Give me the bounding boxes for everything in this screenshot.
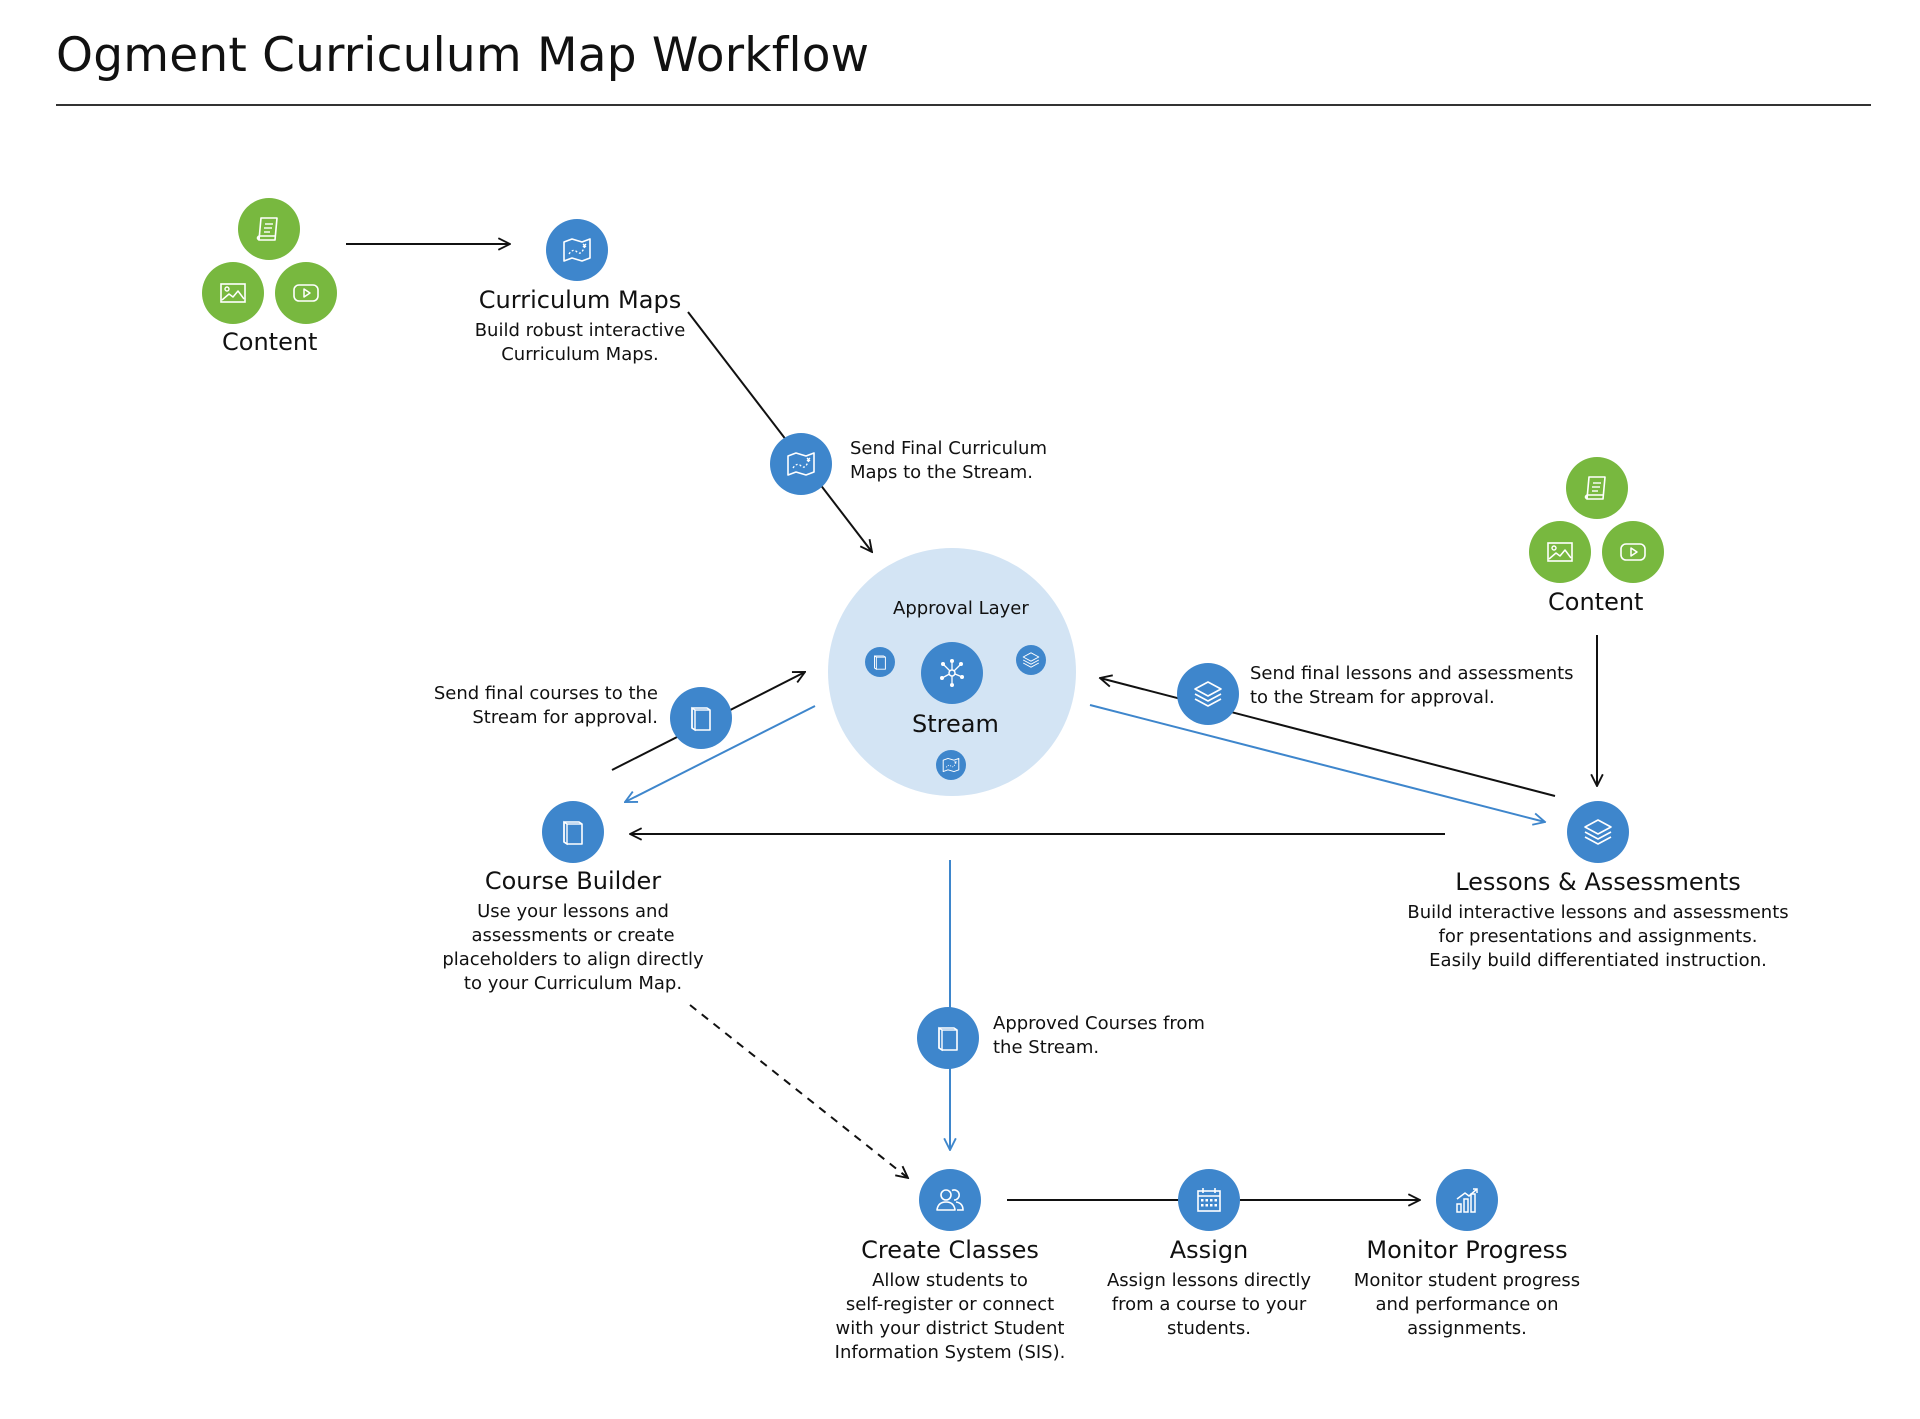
stream-mini-book — [865, 647, 895, 677]
stream-mini-map — [936, 750, 966, 780]
create-classes-block: Create Classes Allow students to self-re… — [815, 1235, 1085, 1365]
lessons-title: Lessons & Assessments — [1455, 868, 1741, 896]
lessons-desc: Build interactive lessons and assessment… — [1407, 902, 1789, 971]
monitor-node — [1436, 1169, 1498, 1231]
send-courses-node — [670, 687, 732, 749]
content-top-label: Content — [222, 328, 318, 356]
title-divider — [56, 104, 1871, 106]
arrow-lessons-to-stream — [1100, 678, 1556, 797]
arrow-maps-to-stream — [687, 311, 872, 552]
stream-label: Stream — [912, 710, 999, 738]
send-lessons-node — [1177, 663, 1239, 725]
curriculum-maps-node — [546, 219, 608, 281]
assign-title: Assign — [1169, 1236, 1249, 1264]
course-builder-block: Course Builder Use your lessons and asse… — [420, 866, 726, 996]
send-maps-text: Send Final Curriculum Maps to the Stream… — [850, 438, 1047, 483]
lessons-block: Lessons & Assessments Build interactive … — [1392, 867, 1804, 973]
course-builder-node — [542, 801, 604, 863]
page-title: Ogment Curriculum Map Workflow — [56, 28, 870, 83]
curriculum-maps-block: Curriculum Maps Build robust interactive… — [440, 285, 720, 367]
content-top-cluster — [202, 198, 337, 324]
course-builder-desc: Use your lessons and assessments or crea… — [442, 901, 704, 994]
assign-block: Assign Assign lessons directly from a co… — [1094, 1235, 1324, 1341]
curriculum-maps-desc: Build robust interactive Curriculum Maps… — [474, 320, 686, 365]
arrow-builder-to-classes — [689, 1004, 908, 1178]
connectors — [346, 244, 1597, 1200]
course-builder-title: Course Builder — [484, 867, 662, 895]
lessons-node — [1567, 801, 1629, 863]
create-classes-desc: Allow students to self-register or conne… — [834, 1270, 1066, 1363]
assign-node — [1178, 1169, 1240, 1231]
approved-courses-text: Approved Courses from the Stream. — [993, 1013, 1205, 1058]
curriculum-maps-title: Curriculum Maps — [478, 286, 682, 314]
arrow-stream-to-lessons — [1089, 704, 1545, 822]
approval-layer-label: Approval Layer — [893, 598, 1029, 619]
monitor-desc: Monitor student progress and performance… — [1353, 1270, 1581, 1339]
content-right-cluster — [1529, 457, 1664, 583]
send-maps-node — [770, 433, 832, 495]
content-right-label: Content — [1548, 588, 1644, 616]
monitor-block: Monitor Progress Monitor student progres… — [1337, 1235, 1597, 1341]
create-classes-node — [919, 1169, 981, 1231]
approved-courses-node — [917, 1007, 979, 1069]
stream-hub-node — [921, 642, 983, 704]
assign-desc: Assign lessons directly from a course to… — [1106, 1270, 1312, 1339]
arrow-stream-to-builder — [625, 705, 816, 802]
send-courses-text: Send final courses to the Stream for app… — [433, 683, 658, 728]
create-classes-title: Create Classes — [861, 1236, 1039, 1264]
stream-mini-layers — [1016, 645, 1046, 675]
monitor-title: Monitor Progress — [1366, 1236, 1568, 1264]
send-lessons-text: Send final lessons and assessments to th… — [1250, 663, 1574, 708]
